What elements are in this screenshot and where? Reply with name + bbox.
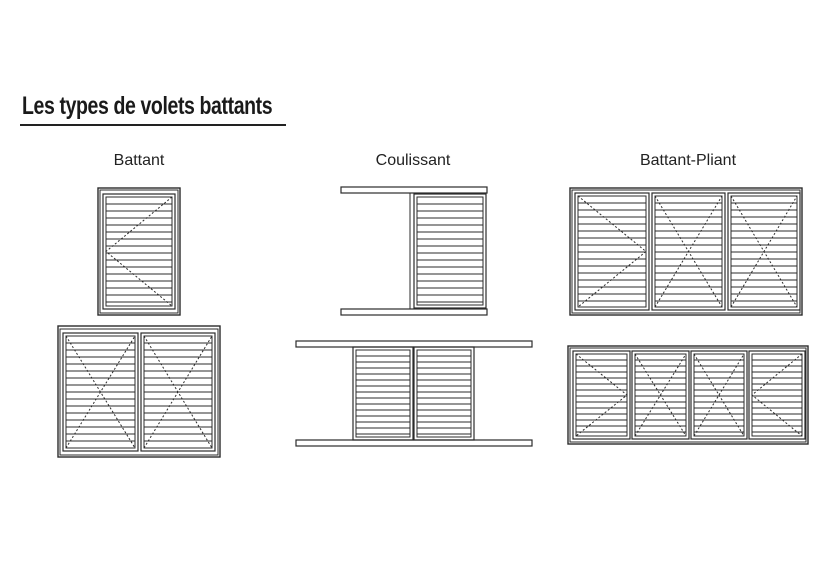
opening-line — [730, 195, 798, 308]
bottom-rail — [295, 439, 533, 447]
opening-line — [654, 195, 723, 308]
shutter-leaf — [413, 346, 475, 441]
leaf-outer — [631, 350, 690, 440]
shutter-leaf — [102, 193, 176, 310]
opening-line — [575, 353, 628, 437]
window-frame — [567, 345, 809, 445]
slats — [731, 202, 797, 302]
slats — [144, 342, 212, 442]
slats — [417, 203, 483, 303]
opening-line — [65, 335, 136, 449]
shutter-leaf — [413, 193, 487, 309]
window-frame — [57, 325, 221, 458]
slats — [66, 342, 135, 442]
window-frame-inner — [99, 189, 179, 314]
shutter-leaf — [574, 192, 650, 311]
slats — [356, 355, 410, 435]
slats — [635, 359, 686, 433]
shutter-leaf — [352, 346, 414, 441]
diagram-battant-double — [57, 325, 221, 458]
leaf-outer — [574, 192, 650, 311]
leaf-inner — [105, 196, 173, 307]
leaf-outer — [102, 193, 176, 310]
window-frame-inner — [569, 347, 807, 443]
top-rail — [340, 186, 488, 194]
leaf-inner — [634, 353, 687, 437]
leaf-inner — [355, 349, 411, 438]
shutter-leaf — [62, 332, 139, 452]
opening-line — [577, 195, 647, 308]
leaf-inner — [654, 195, 723, 308]
leaf-outer — [651, 192, 726, 311]
diagram-battant-pliant-four — [567, 345, 809, 445]
leaf-outer — [572, 350, 631, 440]
leaf-outer — [413, 346, 475, 441]
label-coulissant: Coulissant — [375, 152, 451, 169]
leaf-outer — [413, 193, 487, 309]
diagram-coulissant-double — [295, 340, 533, 447]
shutter-leaf — [727, 192, 801, 311]
shutter-leaf — [748, 350, 806, 440]
bottom-rail — [340, 308, 488, 316]
opening-line — [634, 353, 687, 437]
leaf-outer — [727, 192, 801, 311]
leaf-inner — [730, 195, 798, 308]
leaf-outer — [62, 332, 139, 452]
window-frame-inner — [571, 189, 801, 314]
diagram-coulissant-single — [340, 186, 488, 316]
shutter-leaf — [572, 350, 631, 440]
opening-line — [143, 335, 213, 449]
slats — [576, 359, 627, 433]
leaf-inner — [416, 196, 484, 306]
slats — [655, 202, 722, 302]
label-battant-pliant: Battant-Pliant — [639, 152, 737, 169]
window-frame — [569, 187, 803, 316]
leaf-inner — [693, 353, 745, 437]
leaf-outer — [140, 332, 216, 452]
shutter-leaf — [690, 350, 748, 440]
wall-jamb — [409, 192, 415, 310]
slats — [106, 203, 172, 303]
diagram-battant-pliant-three — [569, 187, 803, 316]
slats — [694, 359, 744, 433]
window-frame — [97, 187, 181, 316]
page-title: Les types de volets battants — [22, 92, 273, 120]
label-battant: Battant — [113, 152, 165, 169]
leaf-outer — [748, 350, 806, 440]
leaf-inner — [577, 195, 647, 308]
opening-line — [105, 196, 173, 307]
slats — [752, 359, 802, 433]
opening-line — [693, 353, 745, 437]
shutter-leaf — [651, 192, 726, 311]
leaf-outer — [352, 346, 414, 441]
slats — [417, 355, 471, 435]
leaf-outer — [690, 350, 748, 440]
opening-line — [751, 353, 803, 437]
diagram-battant-single — [97, 187, 181, 316]
title-underline — [20, 124, 286, 126]
shutter-leaf — [631, 350, 690, 440]
leaf-inner — [416, 349, 472, 438]
window-frame-inner — [59, 328, 219, 456]
top-rail — [295, 340, 533, 348]
slats — [578, 202, 646, 302]
shutter-leaf — [140, 332, 216, 452]
